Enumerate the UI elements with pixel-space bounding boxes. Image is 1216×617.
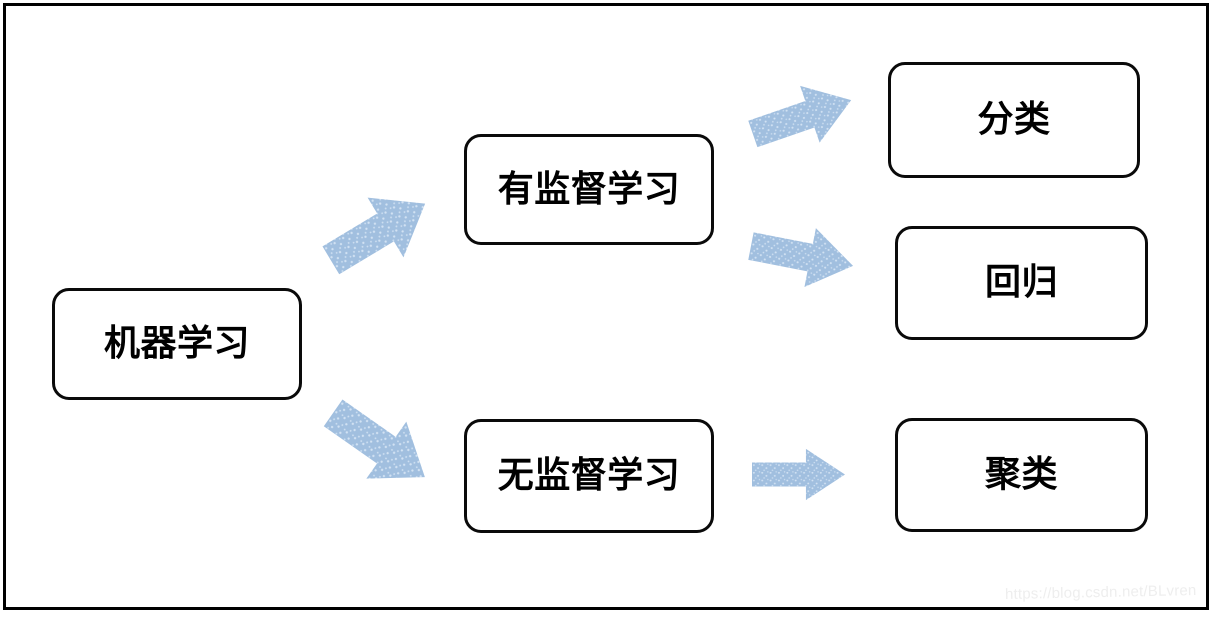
arrow-ml-to-unsupervised bbox=[312, 383, 445, 506]
node-supervised-learning[interactable]: 有监督学习 bbox=[464, 134, 714, 245]
arrow-ml-to-supervised bbox=[312, 173, 443, 291]
arrow-unsupervised-to-clustering bbox=[752, 448, 845, 501]
arrow-supervised-to-regression bbox=[745, 216, 859, 297]
node-label-clustering: 聚类 bbox=[984, 454, 1058, 495]
node-unsupervised-learning[interactable]: 无监督学习 bbox=[464, 419, 714, 533]
node-label-machine-learning: 机器学习 bbox=[103, 323, 250, 364]
arrow-supervised-to-classification bbox=[743, 71, 862, 163]
node-regression[interactable]: 回归 bbox=[895, 226, 1148, 340]
node-label-regression: 回归 bbox=[984, 262, 1058, 303]
node-classification[interactable]: 分类 bbox=[888, 62, 1140, 178]
node-label-unsupervised-learning: 无监督学习 bbox=[497, 455, 681, 496]
node-label-classification: 分类 bbox=[977, 99, 1051, 140]
diagram-outer-frame bbox=[3, 3, 1209, 610]
node-label-supervised-learning: 有监督学习 bbox=[497, 168, 681, 210]
node-machine-learning[interactable]: 机器学习 bbox=[52, 288, 302, 400]
node-clustering[interactable]: 聚类 bbox=[895, 418, 1148, 532]
